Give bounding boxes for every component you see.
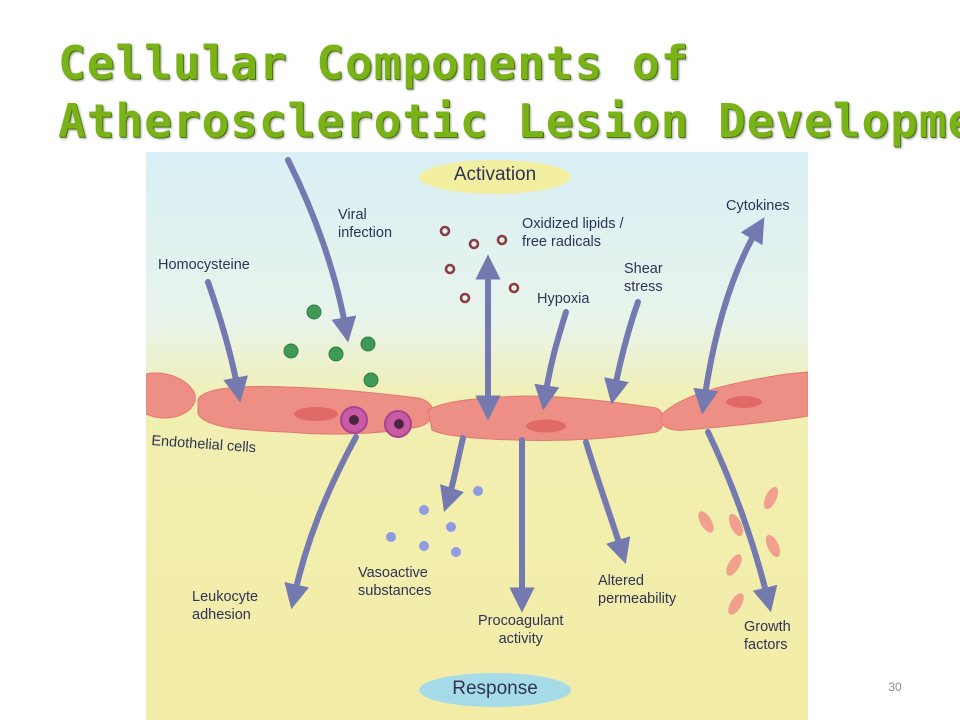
leukocytes: [340, 406, 412, 438]
virus-particle: [283, 343, 299, 359]
virus-particle: [328, 346, 344, 362]
pathway-arrows: [205, 157, 778, 613]
endothelial-cell: [146, 372, 196, 419]
arrow-viral-infection: [285, 157, 357, 343]
leukocyte-nucleus: [349, 415, 359, 425]
leukocyte-nucleus: [394, 419, 404, 429]
lipid-ring: [468, 238, 480, 250]
vasoactive-dot: [419, 505, 429, 515]
label-altered-permeability-line2: permeability: [598, 591, 677, 607]
lipid-ring: [496, 234, 508, 246]
cell-nucleus: [294, 407, 338, 421]
label-altered-permeability-line1: Altered: [598, 573, 644, 589]
lipid-ring: [444, 263, 456, 275]
title-line-2: Atherosclerotic Lesion Development: [58, 94, 960, 148]
label-leukocyte-adhesion-line1: Leukocyte: [192, 589, 259, 605]
oxidized-lipid-particles: [439, 225, 520, 304]
lipid-ring: [459, 292, 471, 304]
label-growth-factors-line1: Growth: [744, 619, 791, 635]
atherosclerosis-diagram: Activation Response Viral infection Homo…: [146, 152, 808, 720]
arrow-growth-factors: [705, 429, 778, 613]
label-oxidized-lipids-line2: free radicals: [522, 234, 601, 250]
lipid-ring: [508, 282, 520, 294]
activation-label: Activation: [453, 164, 537, 185]
cell-nucleus: [526, 419, 566, 433]
label-shear-stress-line1: Shear: [624, 261, 663, 277]
label-oxidized-lipids: Oxidized lipids / free radicals: [522, 215, 624, 251]
label-procoagulant-activity: Procoagulant activity: [478, 612, 563, 648]
arrow-altered-permeability: [583, 439, 631, 565]
label-vasoactive-substances-line2: substances: [358, 583, 432, 599]
label-altered-permeability: Altered permeability: [598, 572, 676, 608]
vasoactive-dot: [451, 547, 461, 557]
cell-nucleus: [726, 396, 762, 408]
label-leukocyte-adhesion: Leukocyte adhesion: [192, 588, 258, 624]
growth-factor-particles: [698, 486, 781, 615]
label-cytokines: Cytokines: [726, 198, 790, 214]
label-homocysteine: Homocysteine: [158, 257, 250, 273]
vasoactive-dot: [446, 522, 456, 532]
activation-pill: [419, 160, 571, 194]
vasoactive-dot: [473, 486, 483, 496]
page-number: 30: [888, 680, 902, 694]
label-vasoactive-substances-line1: Vasoactive: [358, 565, 428, 581]
vasoactive-dot: [419, 541, 429, 551]
label-procoagulant-activity-line1: Procoagulant: [478, 613, 564, 629]
growth-factor: [765, 534, 781, 558]
growth-factor: [728, 513, 744, 537]
growth-factor: [728, 593, 744, 615]
growth-factor: [763, 486, 779, 510]
arrow-vasoactive-substances: [440, 435, 466, 512]
arrow-cytokines: [693, 217, 765, 415]
label-viral-infection-line1: Viral: [338, 207, 367, 223]
virus-particle: [306, 304, 322, 320]
label-vasoactive-substances: Vasoactive substances: [358, 564, 431, 600]
label-shear-stress-line2: stress: [624, 279, 663, 295]
arrow-shear-stress: [604, 299, 641, 405]
title-line-1: Cellular Components of: [58, 36, 690, 90]
response-pill: [419, 673, 571, 707]
vasoactive-dot: [386, 532, 396, 542]
label-leukocyte-adhesion-line2: adhesion: [192, 607, 251, 623]
growth-factor: [698, 511, 714, 533]
growth-factor: [726, 554, 742, 576]
arrow-homocysteine: [205, 279, 249, 403]
arrow-leukocyte-adhesion: [284, 434, 359, 610]
virus-particle: [363, 372, 379, 388]
label-oxidized-lipids-line1: Oxidized lipids /: [522, 216, 624, 232]
virus-particle: [360, 336, 376, 352]
label-growth-factors-line2: factors: [744, 637, 788, 653]
label-viral-infection: Viral infection: [338, 206, 392, 242]
label-hypoxia: Hypoxia: [537, 291, 590, 307]
diagram-canvas: [146, 152, 808, 720]
label-growth-factors: Growth factors: [744, 618, 791, 654]
response-label: Response: [452, 678, 538, 699]
label-shear-stress: Shear stress: [624, 260, 663, 296]
label-viral-infection-line2: infection: [338, 225, 393, 241]
vasoactive-dots: [386, 486, 483, 557]
arrow-hypoxia: [534, 309, 569, 411]
label-procoagulant-activity-line2: activity: [498, 631, 543, 647]
slide-title: Cellular Components of Atherosclerotic L…: [58, 34, 960, 154]
viral-particles: [283, 304, 379, 388]
lipid-ring: [439, 225, 451, 237]
